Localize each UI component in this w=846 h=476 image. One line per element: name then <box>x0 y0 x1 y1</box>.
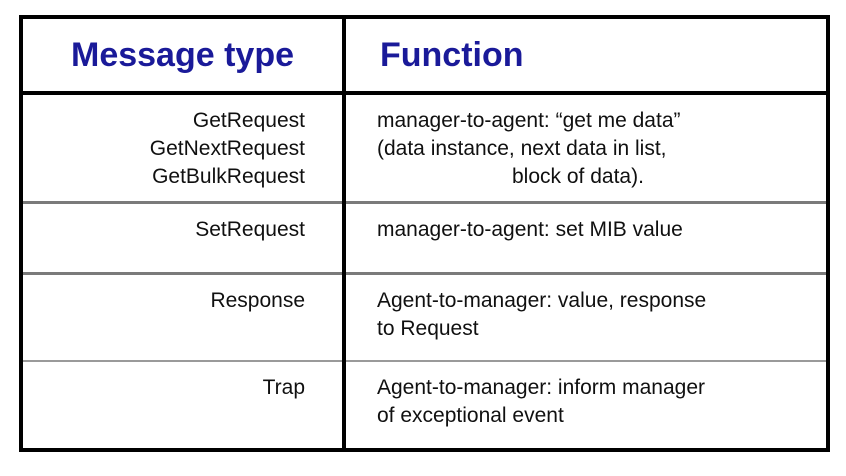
table-row: Trap Agent-to-manager: inform manager of… <box>21 361 828 450</box>
column-header-message-type-label: Message type <box>71 36 294 74</box>
function-line: manager-to-agent: set MIB value <box>377 217 683 241</box>
function-line: Agent-to-manager: value, response <box>377 288 707 312</box>
cell-function: Agent-to-manager: inform manager of exce… <box>344 361 828 450</box>
column-header-function: Function <box>344 17 828 95</box>
function-line: (data instance, next data in list, <box>377 137 667 160</box>
message-type-line: GetBulkRequest <box>152 165 305 188</box>
message-type-line: Trap <box>262 376 305 399</box>
snmp-message-types-table: Message type Function GetRequest GetNext… <box>19 15 830 452</box>
function-line: manager-to-agent: “get me data” <box>377 109 681 132</box>
column-header-message-type: Message type <box>21 17 346 95</box>
table-row: Response Agent-to-manager: value, respon… <box>21 273 828 362</box>
function-line: Agent-to-manager: inform manager <box>377 376 705 399</box>
cell-message-type: GetRequest GetNextRequest GetBulkRequest <box>21 93 346 204</box>
cell-function: Agent-to-manager: value, response to Req… <box>344 273 828 362</box>
message-type-line: Response <box>210 288 305 312</box>
column-header-function-label: Function <box>380 36 524 74</box>
table-row: GetRequest GetNextRequest GetBulkRequest… <box>21 93 828 204</box>
table-header-row: Message type Function <box>21 17 828 95</box>
message-type-line: GetNextRequest <box>149 137 305 160</box>
message-type-line: SetRequest <box>195 217 305 241</box>
function-line: to Request <box>377 316 479 340</box>
message-type-line: GetRequest <box>192 109 305 132</box>
function-line: of exceptional event <box>377 404 564 427</box>
cell-function: manager-to-agent: “get me data” (data in… <box>344 93 828 204</box>
table-row: SetRequest manager-to-agent: set MIB val… <box>21 202 828 275</box>
cell-function: manager-to-agent: set MIB value <box>344 202 828 275</box>
function-line: block of data). <box>512 165 644 188</box>
cell-message-type: Response <box>21 273 346 362</box>
cell-message-type: SetRequest <box>21 202 346 275</box>
cell-message-type: Trap <box>21 361 346 450</box>
